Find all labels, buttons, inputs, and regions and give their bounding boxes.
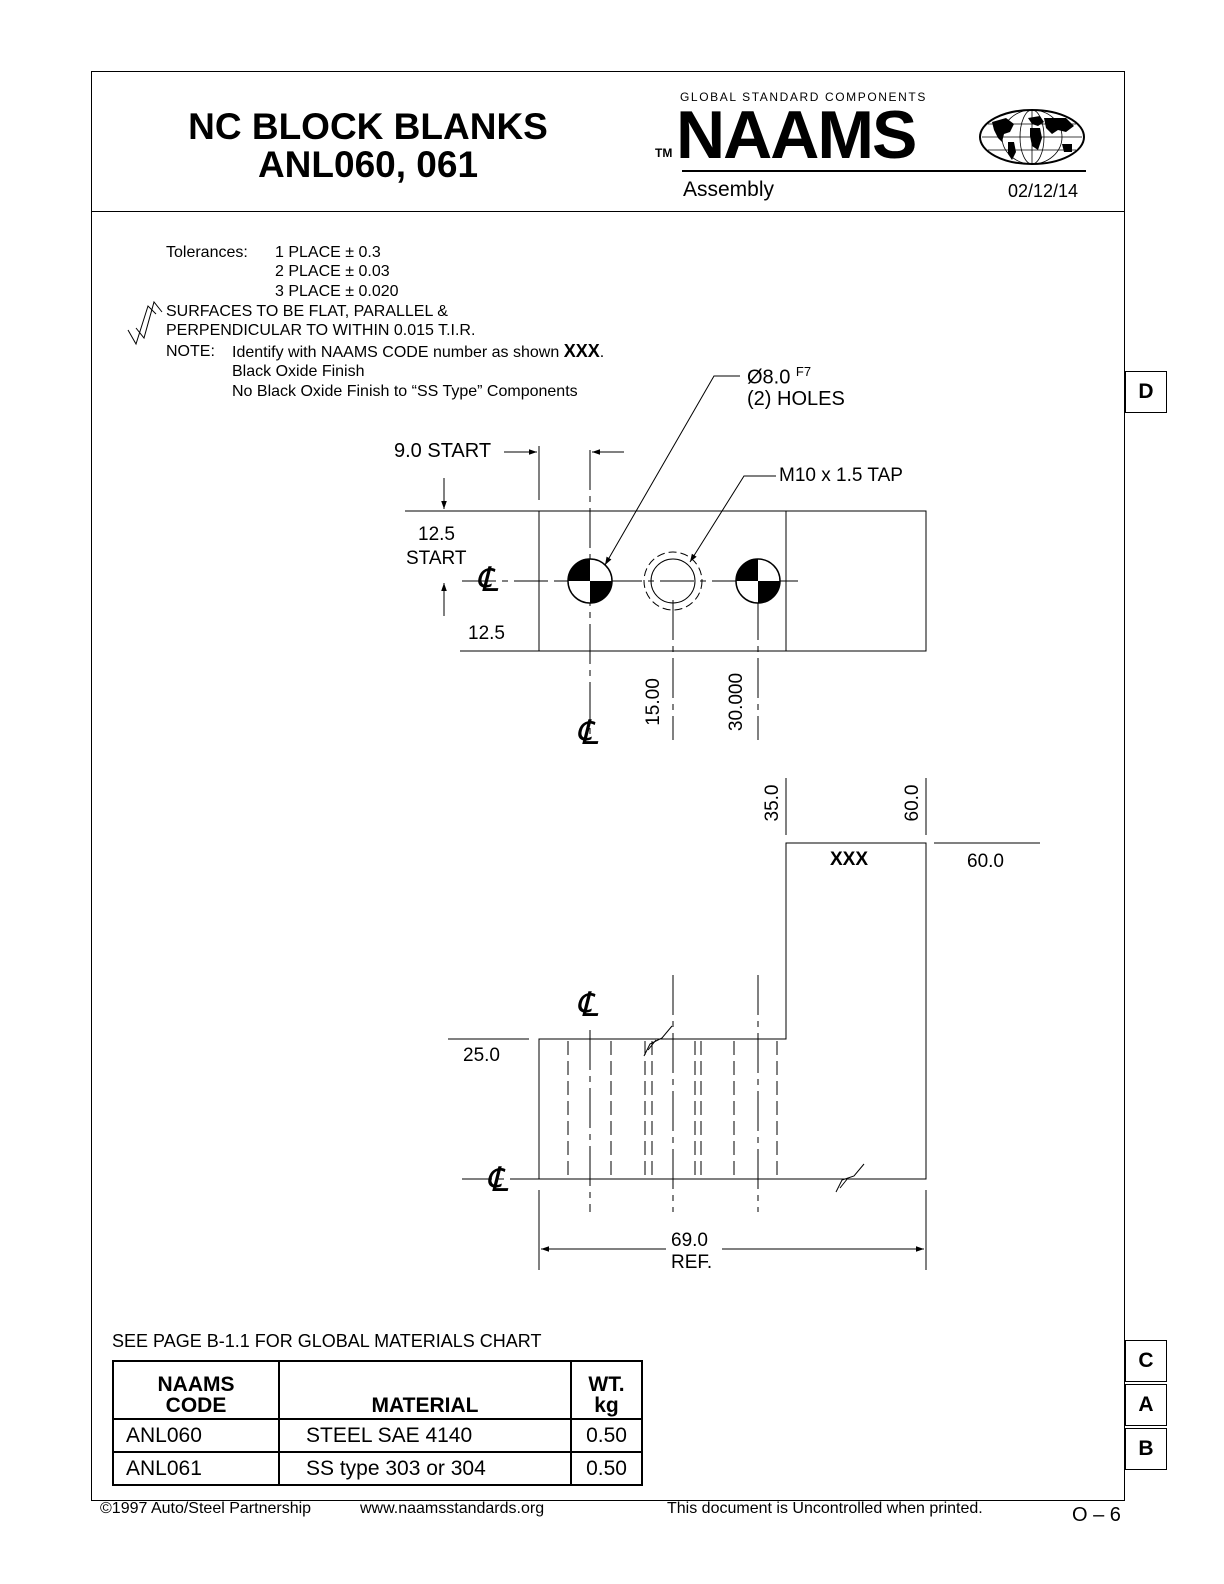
page-number: O – 6	[1072, 1504, 1121, 1526]
row-code: ANL061	[112, 1451, 280, 1486]
flatness-check-icon	[127, 300, 163, 346]
hole-diameter-callout: Ø8.0 F7	[747, 364, 811, 390]
dim-35-0: 35.0	[762, 784, 783, 822]
table-row: ANL060 STEEL SAE 4140 0.50	[112, 1418, 643, 1453]
dim-30-000: 30.000	[726, 672, 747, 732]
globe-logo-icon	[979, 109, 1085, 165]
row-weight: 0.50	[570, 1451, 643, 1486]
col-wt-line-2: kg	[594, 1394, 619, 1417]
footer-uncontrolled-note: This document is Uncontrolled when print…	[667, 1500, 983, 1517]
row-code: ANL060	[112, 1418, 280, 1453]
brand-tagline: GLOBAL STANDARD COMPONENTS	[680, 90, 927, 104]
dim-60-0-vertical: 60.0	[902, 784, 923, 822]
hole-diameter: Ø8.0	[747, 366, 791, 389]
surfaces-note-line-2: PERPENDICULAR TO WITHIN 0.015 T.I.R.	[166, 322, 476, 339]
section-tab-d[interactable]: D	[1125, 371, 1167, 413]
dim-12-5: 12.5	[468, 623, 505, 644]
col-wt-line-1: WT.	[588, 1373, 625, 1396]
side-view-outline	[538, 842, 927, 1180]
note-identify-code: XXX	[563, 341, 600, 361]
dim-15-00: 15.00	[643, 678, 664, 726]
tap-callout: M10 x 1.5 TAP	[779, 465, 903, 486]
note-identify-end: .	[599, 344, 605, 361]
dim-69-0: 69.0	[671, 1230, 708, 1251]
trademark-mark: TM	[655, 146, 673, 160]
note-black-oxide: Black Oxide Finish	[232, 363, 365, 380]
materials-chart-reference: SEE PAGE B-1.1 FOR GLOBAL MATERIALS CHAR…	[112, 1331, 542, 1351]
hole-fit: F7	[795, 364, 812, 379]
title-line-1: NC BLOCK BLANKS	[188, 106, 548, 147]
revision-date: 02/12/14	[1008, 181, 1079, 201]
table-row: ANL061 SS type 303 or 304 0.50	[112, 1451, 643, 1486]
col-material: MATERIAL	[278, 1360, 572, 1420]
row-material: SS type 303 or 304	[278, 1451, 572, 1486]
hole-symbol-right	[735, 558, 781, 604]
centerline-symbol-top-vertical: ℄	[576, 715, 598, 752]
section-tab-a[interactable]: A	[1125, 1384, 1167, 1426]
tolerance-2-place: 2 PLACE ± 0.03	[275, 263, 390, 280]
note-identify: Identify with NAAMS CODE number as shown…	[232, 341, 605, 363]
brand-rule	[682, 170, 1086, 172]
centerline-symbol-top-horizontal: ℄	[476, 562, 498, 599]
dim-25-0: 25.0	[463, 1045, 500, 1066]
section-tab-c[interactable]: C	[1125, 1340, 1167, 1382]
row-material: STEEL SAE 4140	[278, 1418, 572, 1453]
header-divider	[91, 211, 1125, 212]
naams-logo-text: NAAMS	[676, 97, 917, 173]
centerline-symbol-side-bottom: ℄	[486, 1162, 508, 1199]
note-identify-text: Identify with NAAMS CODE number as shown	[232, 344, 564, 361]
dim-60-0-height: 60.0	[967, 851, 1004, 872]
hole-count: (2) HOLES	[747, 388, 845, 410]
centerline-symbol-side-vertical: ℄	[576, 987, 598, 1024]
section-label: Assembly	[683, 178, 775, 201]
tolerances-label: Tolerances:	[166, 244, 248, 261]
footer-copyright: ©1997 Auto/Steel Partnership	[100, 1500, 312, 1517]
dim-start-y-value: 12.5	[418, 524, 455, 545]
part-code-mark: XXX	[830, 849, 869, 870]
hole-symbol-left	[567, 558, 613, 604]
col-code-line-1: NAAMS	[157, 1373, 235, 1396]
dim-ref: REF.	[671, 1252, 713, 1273]
col-weight: WT.kg	[570, 1360, 643, 1420]
dim-start-y-label: START	[406, 548, 467, 569]
col-code-line-2: CODE	[165, 1394, 227, 1417]
note-label: NOTE:	[166, 343, 215, 360]
row-weight: 0.50	[570, 1418, 643, 1453]
dim-start-x: 9.0 START	[394, 440, 492, 462]
tolerance-3-place: 3 PLACE ± 0.020	[275, 283, 399, 300]
tolerance-1-place: 1 PLACE ± 0.3	[275, 244, 381, 261]
footer-website[interactable]: www.naamsstandards.org	[360, 1500, 545, 1517]
note-no-black-oxide: No Black Oxide Finish to “SS Type” Compo…	[232, 383, 578, 400]
title-line-2: ANL060, 061	[257, 144, 479, 185]
section-tab-b[interactable]: B	[1125, 1428, 1167, 1470]
surfaces-note-line-1: SURFACES TO BE FLAT, PARALLEL &	[166, 303, 448, 320]
page-frame	[91, 71, 1125, 1501]
